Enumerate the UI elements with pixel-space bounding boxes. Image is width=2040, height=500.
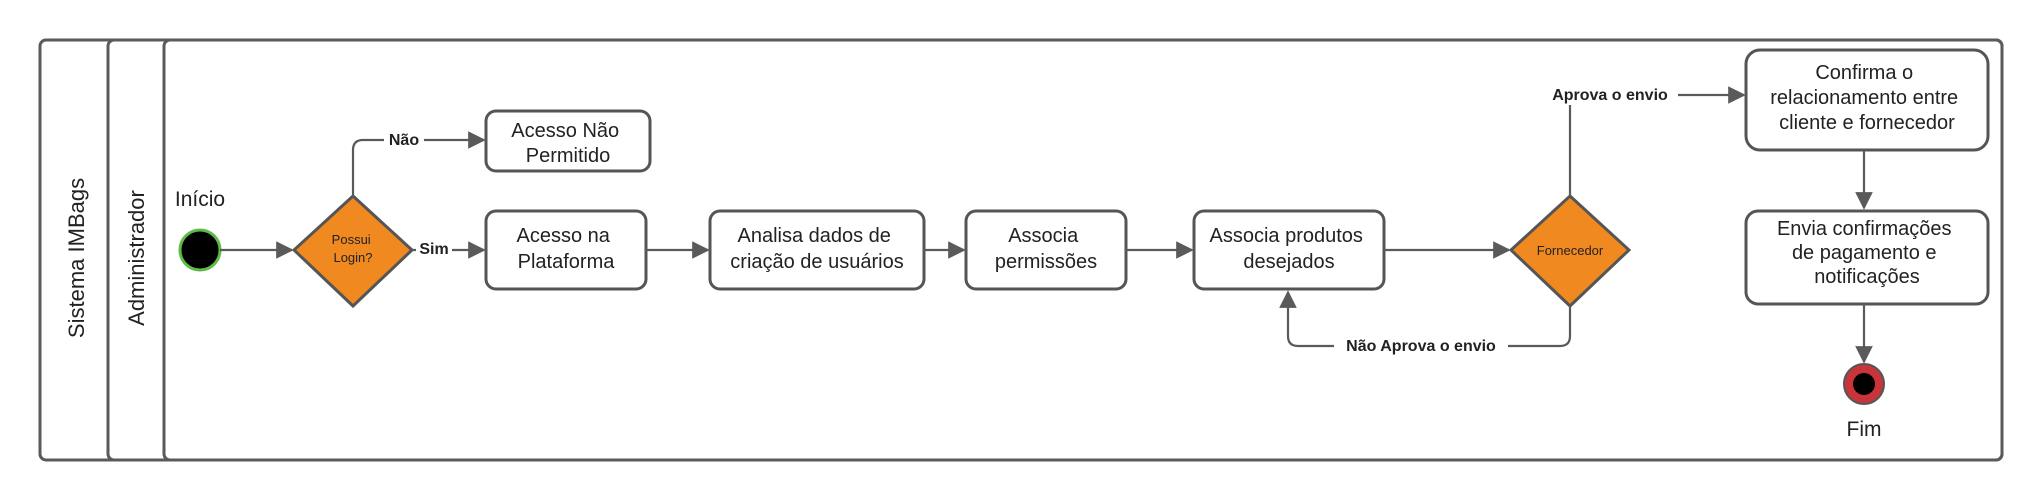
node-confirma-relacionamento-label: Confirma o relacionamento entre cliente …: [1770, 62, 1963, 134]
edge-login-nao: [351, 131, 486, 196]
edge-label-aprova: Aprova o envio: [1552, 87, 1668, 104]
node-analisa-dados-label: Analisa dados de criação de usuários: [730, 225, 903, 273]
edge-label-sim: Sim: [419, 241, 448, 258]
node-acesso-nao-permitido: [484, 109, 652, 173]
edge-label-bg-aprova: [1542, 83, 1678, 105]
node-envia-confirmacoes-label: Envia confirmações de pagamento e notifi…: [1777, 218, 1957, 288]
node-acesso-plataforma: [484, 209, 648, 291]
lane-label-administrador: Administrador: [124, 190, 149, 326]
node-confirma-relacionamento: [1744, 48, 1990, 152]
node-associa-produtos: [1192, 209, 1386, 291]
node-associa-permissoes: [964, 209, 1128, 291]
decision-login-label: Possui Login?: [332, 232, 375, 265]
edge-label-bg-nao-aprova: [1334, 334, 1508, 356]
node-associa-produtos-label: Associa produtos desejados: [1210, 225, 1369, 273]
edge-label-nao-aprova: Não Aprova o envio: [1346, 338, 1496, 355]
node-acesso-plataforma-label: Acesso na Plataforma: [517, 225, 616, 273]
edge-label-bg-nao: [384, 129, 424, 149]
node-envia-confirmacoes: [1744, 209, 1990, 306]
edge-label-nao: Não: [389, 132, 419, 149]
end-node-core: [1853, 373, 1875, 395]
node-acesso-nao-permitido-label: Acesso Não Permitido: [511, 120, 624, 167]
decision-possui-login: [291, 193, 415, 309]
edge-label-bg-sim: [416, 238, 452, 260]
start-label: Início: [175, 188, 225, 211]
node-associa-permissoes-label: Associa permissões: [995, 225, 1097, 273]
decision-fornecedor-label: Fornecedor: [1537, 243, 1604, 258]
lane-label-sistema: Sistema IMBags: [64, 178, 89, 338]
end-label: Fim: [1847, 418, 1882, 441]
start-node: [178, 228, 222, 272]
node-analisa-dados: [708, 209, 926, 291]
